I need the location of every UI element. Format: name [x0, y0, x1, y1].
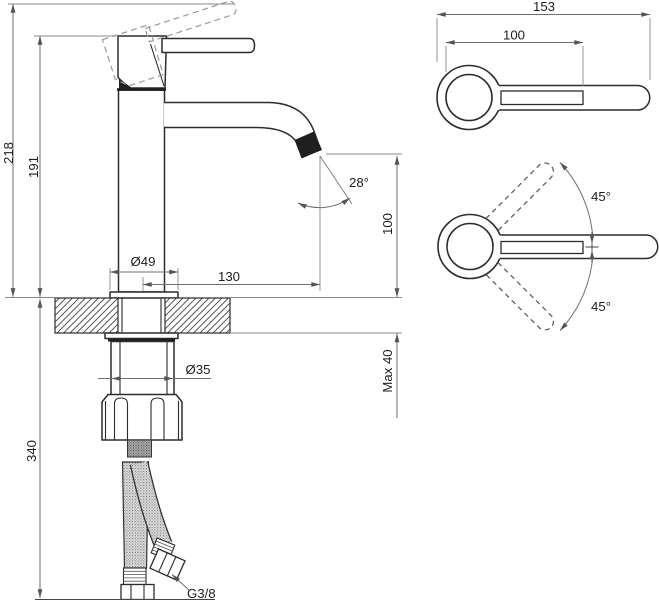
swing-lever-outline	[500, 234, 659, 260]
supply-hose-right	[130, 461, 172, 549]
swing-lever-mask	[494, 235, 658, 259]
countertop-left	[54, 297, 119, 334]
knurl-slot	[150, 397, 165, 440]
dim-handle-total-length: 153	[533, 0, 555, 14]
hose-hex-nut-left	[120, 583, 155, 600]
handle-lever	[161, 37, 256, 54]
dim-max-deck-thickness: Max 40	[380, 349, 395, 392]
swing-lever-inner-detail	[500, 240, 584, 255]
hose-hex-nut-right	[149, 548, 186, 581]
handle-base-inner	[445, 73, 493, 122]
handle-head-edge	[149, 43, 165, 87]
dim-stream-angle: 28°	[349, 175, 369, 190]
lever-top-outline	[499, 84, 651, 111]
handle-head	[117, 35, 168, 89]
lever-inner-detail	[500, 90, 584, 106]
dim-handle-lever-length: 100	[503, 28, 525, 43]
dim-handle-swing-lower: 45°	[591, 299, 611, 314]
dim-hose-thread: G3/8	[187, 586, 216, 600]
g38-leader	[171, 574, 190, 591]
lever-swung-down	[485, 261, 555, 331]
dim-base-diameter: Ø49	[131, 254, 156, 269]
base-flange	[109, 291, 179, 299]
cartridge-wedge	[119, 78, 133, 89]
washer	[104, 332, 179, 340]
stream-angle-arc	[297, 197, 351, 209]
knurl-edge-lines	[104, 401, 180, 440]
knurl-slot	[113, 397, 129, 440]
dim-handle-swing-upper: 45°	[591, 189, 611, 204]
dim-spout-outlet-height: 100	[380, 213, 395, 235]
hose-collar-left	[122, 567, 147, 586]
dim-spout-top-height: 191	[26, 156, 41, 178]
countertop-right	[164, 297, 231, 334]
stream-angle-line	[319, 155, 353, 205]
handle-raised-position	[101, 0, 237, 87]
rubber-seal	[108, 338, 175, 342]
shank-nut-facets	[119, 341, 168, 395]
hex-facets-left	[130, 584, 145, 600]
dim-shank-diameter: Ø35	[186, 362, 211, 377]
threaded-stud	[127, 439, 152, 458]
lever-swung-up	[485, 162, 555, 232]
dim-spout-reach: 130	[218, 269, 240, 284]
dim-overall-height: 218	[1, 142, 16, 164]
spout-aerator	[294, 131, 322, 158]
dim-hose-length: 340	[24, 440, 39, 462]
front-view: 28° G3/8	[1, 0, 402, 600]
lever-mask	[494, 85, 650, 110]
shank-in-hole	[121, 298, 162, 333]
knurled-nut	[101, 393, 183, 441]
handle-swing-view: 45° 45°	[437, 162, 659, 331]
swing-base-inner	[446, 222, 494, 271]
spout-outline	[164, 101, 322, 159]
ext-base-diameter	[109, 268, 179, 290]
ext-handle-total-length	[436, 18, 651, 80]
handle-top-view: 153 100	[436, 0, 651, 131]
collar-ribs-left	[123, 570, 146, 582]
ext-handle-lever-length	[445, 46, 584, 86]
